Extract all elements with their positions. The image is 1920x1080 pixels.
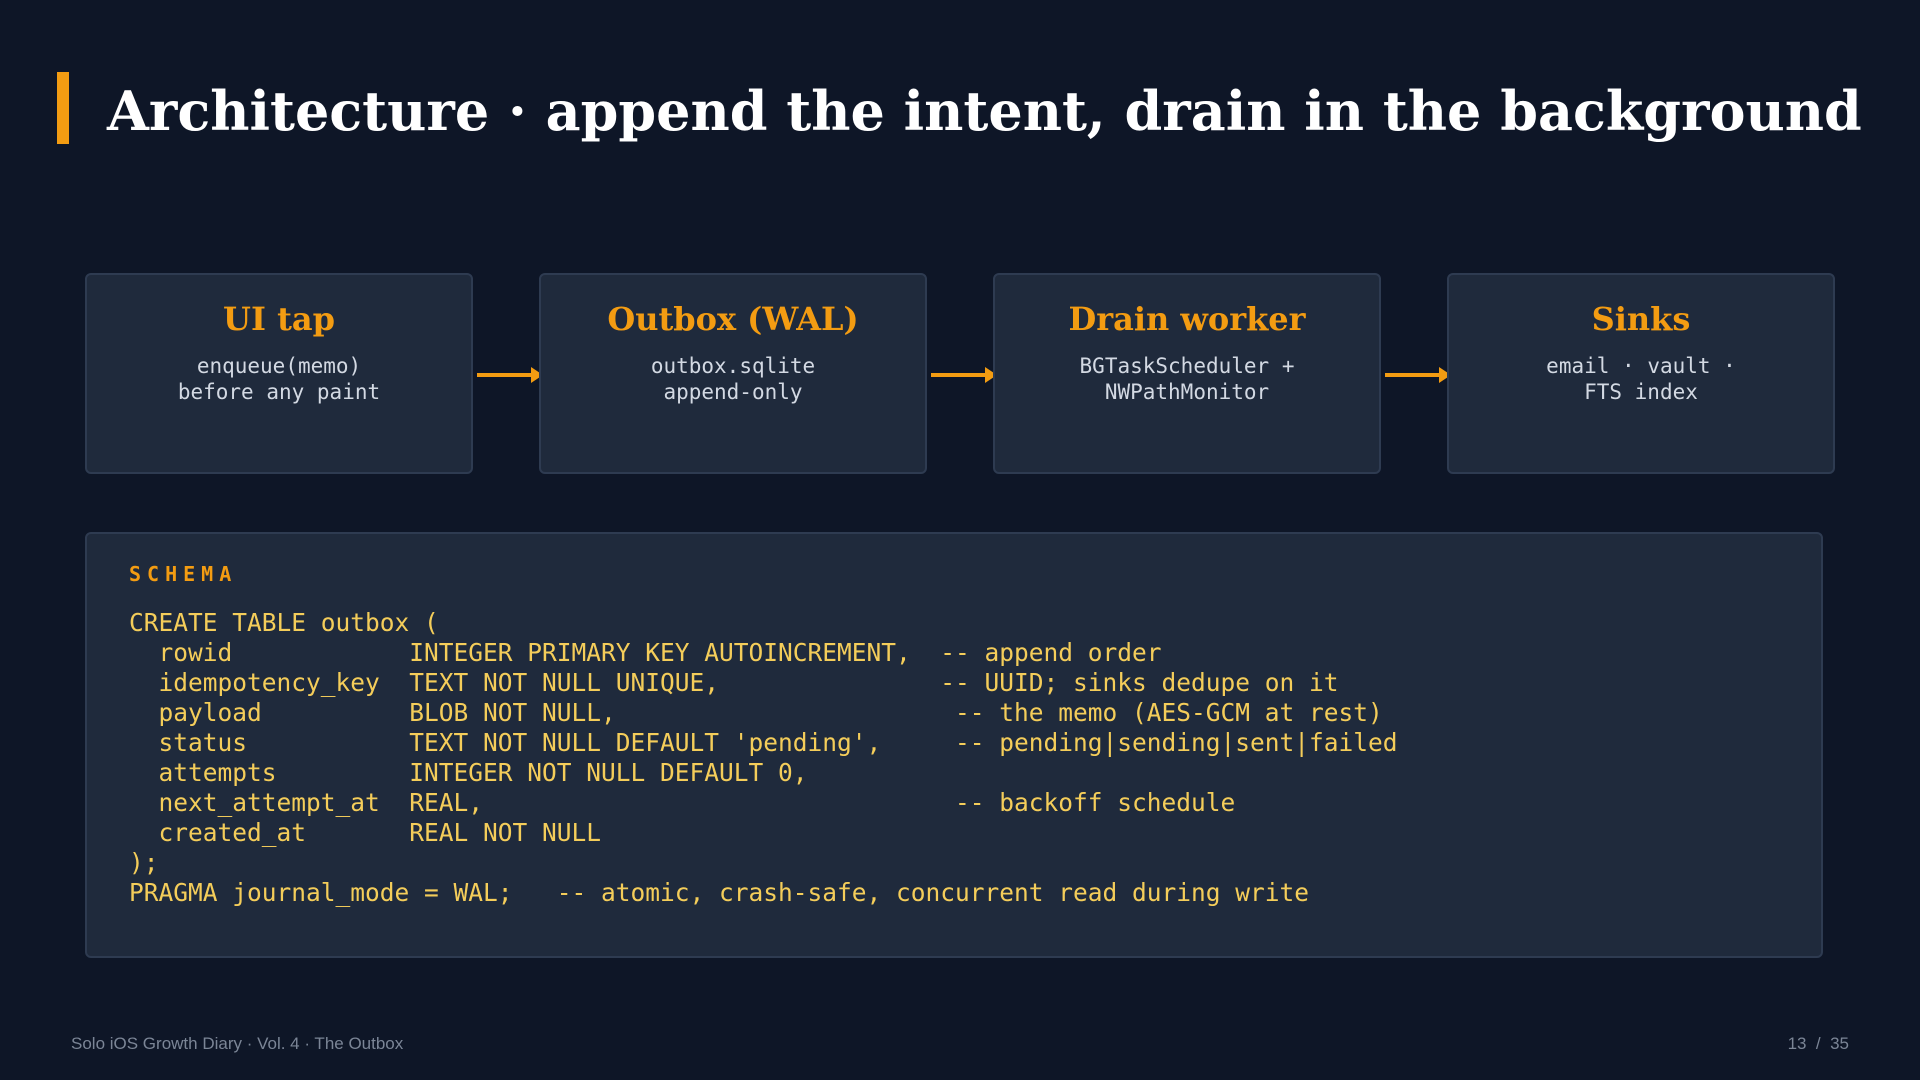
schema-label: SCHEMA: [129, 562, 238, 586]
flow-box-title: UI tap: [223, 300, 335, 338]
footer-deck-title: Solo iOS Growth Diary · Vol. 4 · The Out…: [71, 1034, 404, 1053]
flow-box-title: Sinks: [1591, 300, 1691, 338]
flow-box-sinks: Sinks email · vault · FTS index: [1447, 273, 1835, 474]
footer-page-number: 13 / 35: [1787, 1034, 1849, 1053]
flow-box-drain-worker: Drain worker BGTaskScheduler + NWPathMon…: [993, 273, 1381, 474]
schema-code-block: CREATE TABLE outbox ( rowid INTEGER PRIM…: [129, 608, 1398, 907]
flow-arrow-icon: [931, 365, 997, 385]
flow-arrow-icon: [1385, 365, 1451, 385]
flow-box-outbox: Outbox (WAL) outbox.sqlite append-only: [539, 273, 927, 474]
slide-title: Architecture · append the intent, drain …: [107, 79, 1862, 143]
title-accent-bar: [57, 72, 69, 144]
flow-box-title: Drain worker: [1068, 300, 1306, 338]
flow-box-subtitle: email · vault · FTS index: [1546, 354, 1736, 404]
flow-box-ui-tap: UI tap enqueue(memo) before any paint: [85, 273, 473, 474]
flow-box-subtitle: BGTaskScheduler + NWPathMonitor: [1079, 354, 1295, 404]
flow-arrow-icon: [477, 365, 543, 385]
flow-box-title: Outbox (WAL): [607, 300, 859, 338]
flow-box-subtitle: enqueue(memo) before any paint: [177, 354, 381, 404]
schema-panel: SCHEMA CREATE TABLE outbox ( rowid INTEG…: [85, 532, 1823, 958]
flow-box-subtitle: outbox.sqlite append-only: [650, 354, 816, 404]
